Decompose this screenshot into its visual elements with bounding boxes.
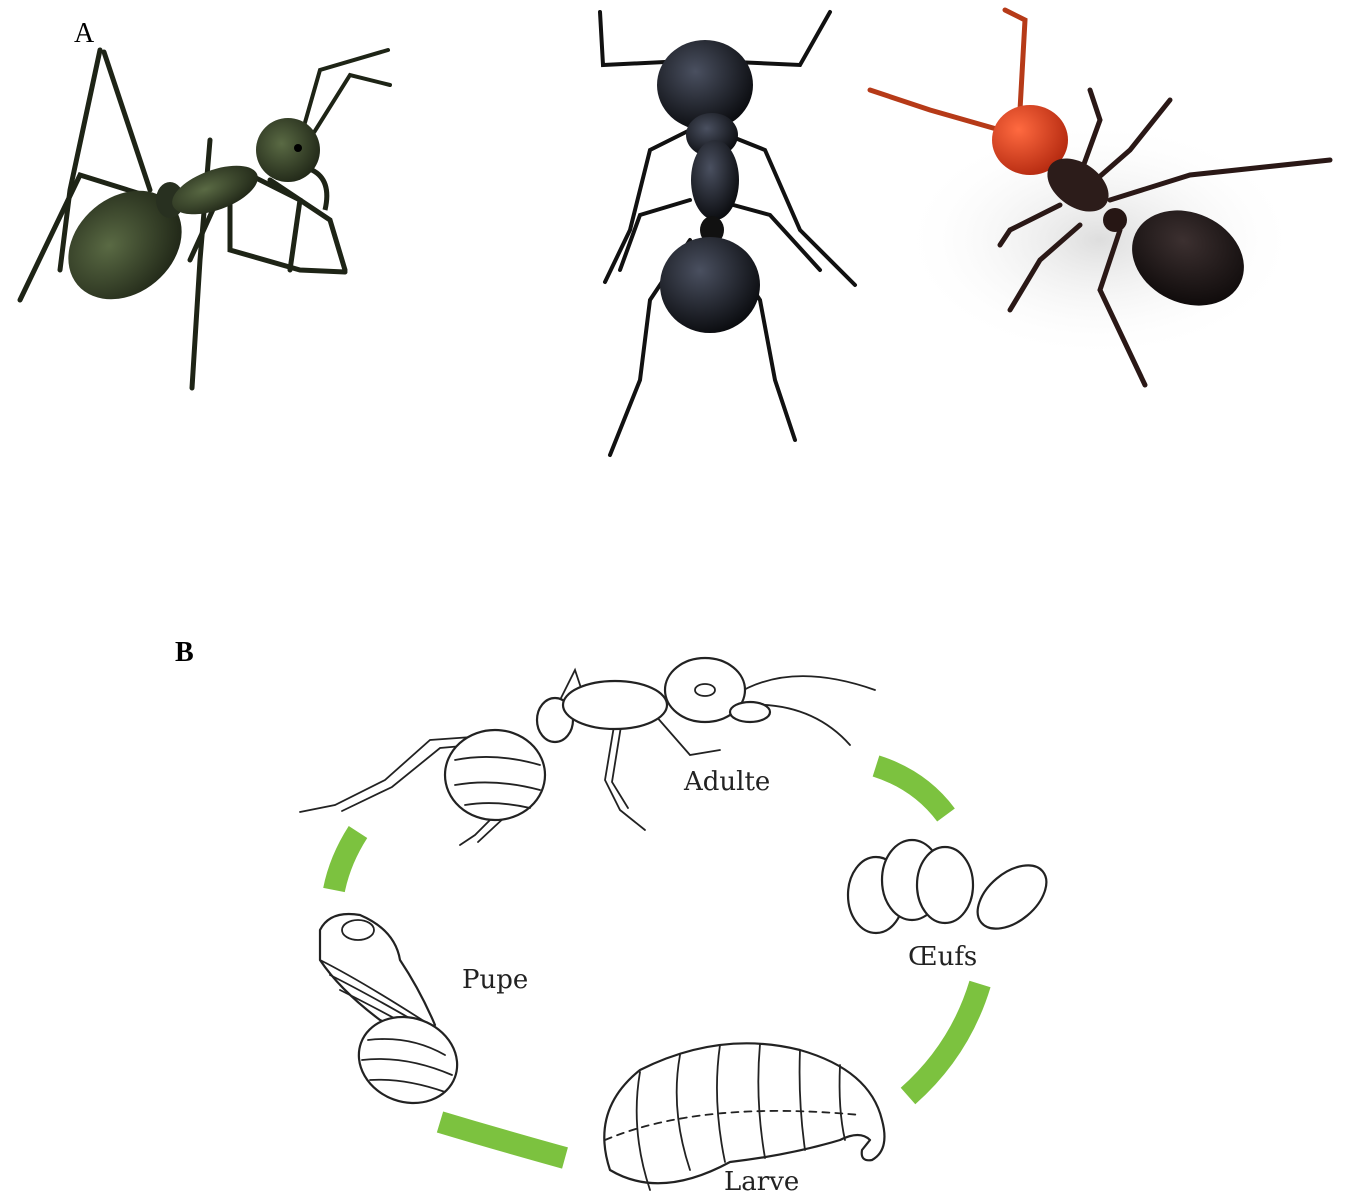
ant-photo-3 [870, 10, 1330, 385]
stage-label-adult: Adulte [683, 767, 770, 797]
ant-illustration-1 [20, 50, 390, 388]
adult-ant-drawing [300, 658, 875, 845]
arrow-larva-to-pupa [440, 1122, 565, 1158]
arrow-adult-to-eggs [876, 766, 946, 815]
arrow-eggs-to-larva [908, 984, 980, 1096]
stage-label-eggs: Œufs [908, 942, 977, 972]
arrow-pupa-to-adult [334, 832, 358, 890]
pupa-drawing [320, 914, 469, 1117]
adult-gaster [445, 730, 545, 820]
stage-label-larva: Larve [724, 1167, 799, 1197]
stage-label-pupa: Pupe [462, 965, 528, 995]
ant-photo-2 [600, 12, 855, 455]
eggs-drawing [848, 840, 1058, 941]
